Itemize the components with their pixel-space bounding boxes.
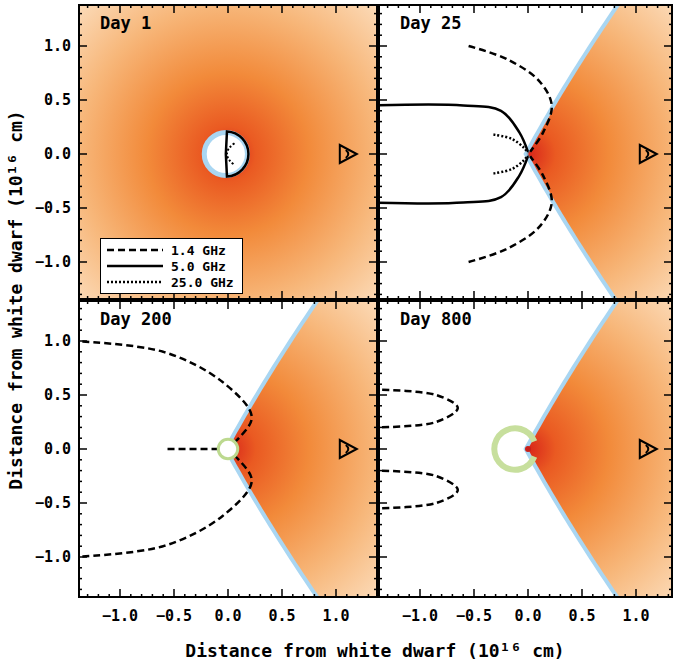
observer-eye: [646, 445, 649, 453]
axis-title: Distance from white dwarf (10¹⁶ cm): [7, 110, 25, 489]
tick-label: 1.0: [44, 334, 71, 349]
tick-label: 1.0: [622, 609, 649, 624]
tick-label: −0.5: [456, 609, 492, 624]
legend-sample: [107, 260, 163, 272]
contour-1-4ghz: [168, 448, 220, 451]
tick-label: 1.0: [44, 39, 71, 54]
legend-row: 25.0 GHz: [107, 274, 234, 290]
axis-title: Distance from white dwarf (10¹⁶ cm): [185, 642, 564, 660]
observer-eye: [340, 440, 357, 458]
panel-art: [378, 4, 673, 300]
contour-1-4ghz: [469, 46, 552, 152]
contour-1-4ghz: [78, 451, 252, 557]
tick-label: 0.0: [44, 147, 71, 162]
ejecta-glow: [78, 4, 378, 300]
legend-row: 1.4 GHz: [107, 242, 234, 258]
legend-box: 1.4 GHz5.0 GHz25.0 GHz: [100, 238, 243, 294]
tick-label: 0.5: [568, 609, 595, 624]
tick-label: −1.0: [102, 609, 138, 624]
panel-art: [378, 300, 673, 598]
axis-ticks: [78, 300, 378, 598]
shock-shell: [218, 439, 237, 458]
tick-label: 1.0: [322, 609, 349, 624]
contour-5ghz: [378, 156, 528, 203]
panel-title: Day 200: [100, 309, 172, 329]
contour-1-4ghz: [78, 341, 252, 447]
panel-art: [78, 4, 378, 300]
tick-label: −0.5: [156, 609, 192, 624]
legend-line: [107, 281, 163, 284]
contour-1-4ghz: [378, 471, 458, 509]
tick-label: −1.0: [35, 255, 71, 270]
contour-1-4ghz: [469, 156, 552, 262]
contour-5ghz: [226, 131, 249, 176]
contour-25ghz: [493, 155, 528, 173]
tick-label: 0.5: [268, 609, 295, 624]
legend-text: 1.4 GHz: [171, 243, 226, 258]
shock-shell: [491, 425, 537, 473]
plot-panel: Day 200: [78, 300, 378, 598]
tick-label: −1.0: [402, 609, 438, 624]
contour-5ghz: [378, 105, 528, 152]
legend-text: 5.0 GHz: [171, 259, 226, 274]
axis-ticks: [378, 4, 673, 300]
tick-label: 0.5: [44, 93, 71, 108]
legend-line: [107, 265, 163, 268]
tick-label: −0.5: [35, 201, 71, 216]
ejecta-glow: [528, 4, 673, 300]
legend-text: 25.0 GHz: [171, 275, 234, 290]
axis-ticks: [378, 300, 673, 598]
contour-25ghz: [493, 135, 528, 153]
panel-art: [78, 300, 378, 598]
panel-ground: [78, 4, 378, 300]
legend-sample: [107, 244, 163, 256]
contour-1-4ghz: [378, 390, 458, 428]
legend-row: 5.0 GHz: [107, 258, 234, 274]
tick-label: 0.0: [44, 442, 71, 457]
axis-ticks: [78, 4, 378, 300]
observer-eye: [340, 145, 357, 163]
ejecta-glow: [228, 300, 378, 598]
contour-25ghz: [227, 143, 235, 165]
tick-label: −1.0: [35, 550, 71, 565]
panel-title: Day 1: [100, 13, 151, 33]
observer-eye: [346, 445, 349, 453]
tick-label: 0.0: [214, 609, 241, 624]
tick-label: 0.5: [44, 388, 71, 403]
observer-eye: [640, 145, 657, 163]
ejecta-glow: [528, 300, 673, 598]
observer-eye: [640, 440, 657, 458]
panel-title: Day 25: [400, 13, 461, 33]
tick-label: 0.0: [514, 609, 541, 624]
observer-eye: [346, 150, 349, 158]
observer-eye: [646, 150, 649, 158]
white-dwarf: [525, 446, 531, 452]
panel-title: Day 800: [400, 309, 472, 329]
legend-sample: [107, 276, 163, 288]
legend-line: [107, 249, 163, 252]
plot-panel: Day 800: [378, 300, 673, 598]
tick-label: −0.5: [35, 496, 71, 511]
plot-panel: Day 25: [378, 4, 673, 300]
